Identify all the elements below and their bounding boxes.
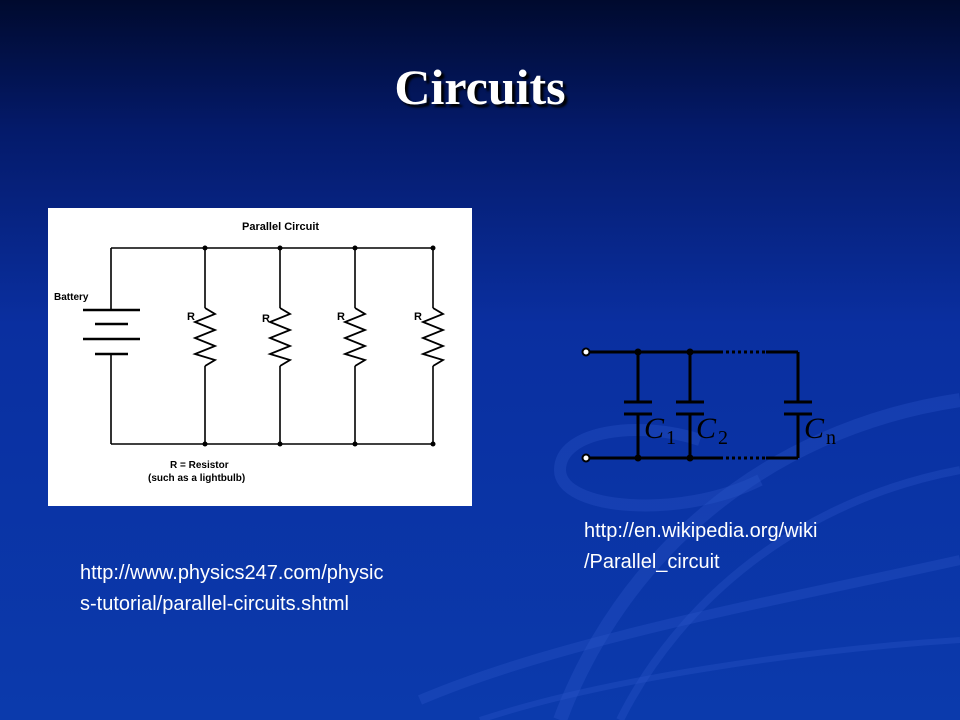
resistor-label-1: R bbox=[187, 311, 195, 323]
capacitor-parallel-diagram: C 1 C 2 C n bbox=[570, 330, 850, 480]
cap-label-c2: C bbox=[696, 412, 717, 445]
cap-sub-n: n bbox=[826, 427, 836, 449]
cap-sub-1: 1 bbox=[666, 427, 676, 449]
parallel-circuit-diagram: Parallel Circuit Battery bbox=[48, 208, 472, 506]
legend-line-1: R = Resistor bbox=[170, 460, 229, 471]
circuit-title: Parallel Circuit bbox=[242, 221, 319, 233]
resistor-label-3: R bbox=[337, 311, 345, 323]
capacitor-ellipsis-wires bbox=[720, 350, 766, 460]
circuit-wires bbox=[110, 247, 434, 445]
capacitor-wires bbox=[586, 350, 812, 460]
caption-left-line-1: http://www.physics247.com/physic bbox=[80, 562, 384, 584]
source-caption-physics247: http://www.physics247.com/physic s-tutor… bbox=[80, 558, 470, 620]
cap-label-c1: C bbox=[644, 412, 665, 445]
cap-sub-2: 2 bbox=[718, 427, 728, 449]
caption-left-line-2: s-tutorial/parallel-circuits.shtml bbox=[80, 593, 349, 615]
resistors bbox=[192, 307, 446, 367]
battery-symbol bbox=[83, 308, 140, 356]
caption-right-line-1: http://en.wikipedia.org/wiki bbox=[584, 520, 818, 542]
terminal-icons bbox=[581, 347, 591, 463]
legend-line-2: (such as a lightbulb) bbox=[148, 473, 245, 484]
slide-title: Circuits bbox=[394, 59, 566, 115]
resistor-label-4: R bbox=[414, 311, 422, 323]
cap-label-cn: C bbox=[804, 412, 825, 445]
caption-right-line-2: /Parallel_circuit bbox=[584, 551, 720, 573]
resistor-label-2: R bbox=[262, 313, 270, 325]
source-caption-wikipedia: http://en.wikipedia.org/wiki /Parallel_c… bbox=[584, 516, 884, 578]
battery-label: Battery bbox=[54, 292, 89, 303]
